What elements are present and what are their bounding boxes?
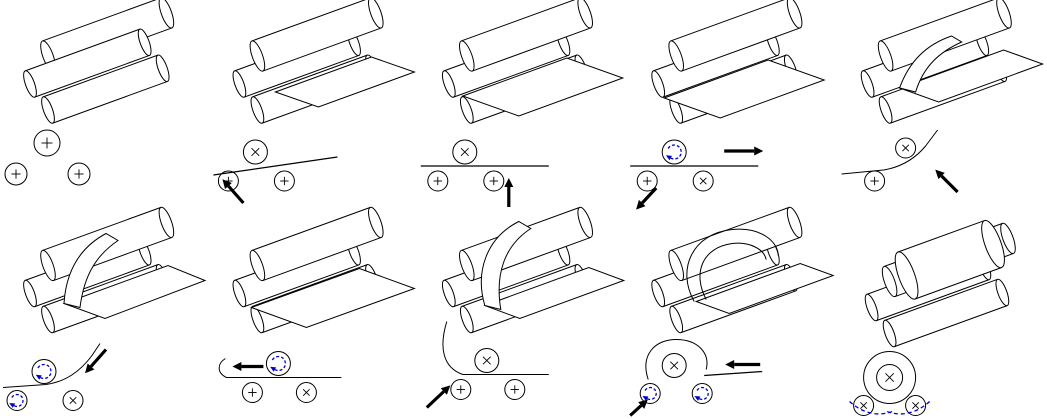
top-roll-section [661, 139, 687, 165]
rear-roller [23, 28, 152, 98]
right-roll-section [483, 170, 505, 192]
right-roll-section [504, 379, 526, 400]
top-roll-section [265, 351, 291, 376]
step-8-edge-curled-up [425, 206, 626, 409]
top-roll-rotation-arrow [665, 144, 682, 161]
top-roller [249, 0, 384, 72]
step-10-cylinder-complete [849, 219, 1016, 416]
top-roll-section [33, 129, 61, 157]
left-roll-section [4, 162, 28, 186]
top-roller [459, 0, 593, 72]
left-roll-section [427, 170, 449, 192]
push-arrow [935, 169, 959, 194]
left-roll-section [450, 379, 472, 400]
left-roll-section [217, 170, 239, 192]
roll-lower-arrow [636, 186, 658, 210]
sheet [898, 49, 1045, 103]
top-roll-section [661, 353, 687, 378]
sheet [249, 267, 416, 329]
top-roll-rotation-arrow [270, 355, 287, 372]
sheet-profile [841, 129, 938, 175]
step-1-rollers-idle [4, 0, 175, 186]
right-roll-section [905, 395, 927, 416]
sheet [461, 57, 625, 117]
sheet [694, 262, 835, 315]
sheet-curl [480, 220, 532, 311]
front-roller [41, 54, 170, 124]
press-arrow [85, 348, 108, 374]
top-roll-section [452, 139, 478, 165]
step-4-rolling-forward [630, 0, 826, 210]
feed-direction-arrow [724, 146, 764, 156]
sheet-bent-flap [63, 232, 119, 309]
right-roll-section [62, 390, 84, 411]
left-roll-section [639, 383, 661, 404]
sheet-profile [442, 321, 549, 375]
left-roll-section [241, 382, 263, 403]
sheet-line [213, 156, 338, 176]
sheet [273, 56, 416, 108]
rotation-dashed-left [849, 401, 895, 415]
sheet-profile [2, 343, 101, 388]
right-roll-rotation-arrow [694, 386, 709, 401]
sheet-profile [218, 358, 342, 378]
left-roll-section [6, 390, 28, 411]
top-roll-section [242, 139, 268, 165]
right-roll-section [895, 137, 917, 159]
left-roll-section [864, 170, 886, 192]
feed-arrow [222, 179, 245, 205]
right-roll-section [295, 382, 317, 403]
top-roller [249, 206, 384, 282]
rolled-shell [894, 219, 1005, 300]
feed-direction-arrow [725, 360, 761, 369]
sheet-tail-line [704, 370, 763, 377]
left-roll-rotation-arrow [642, 386, 657, 401]
top-roll-rotation-arrow [35, 363, 52, 380]
sheet-bent-flap [898, 35, 963, 93]
front-roller [882, 278, 1010, 348]
top-roller [877, 0, 1012, 72]
top-roller [668, 0, 803, 72]
right-roll-section [692, 170, 714, 192]
sheet-curl-profile [645, 338, 708, 380]
step-2-sheet-inserted [213, 0, 416, 205]
rotation-dashed-right [884, 401, 931, 415]
sheet [662, 59, 826, 119]
left-roll-section [853, 395, 875, 416]
wrap-inner [699, 242, 767, 300]
sheet [62, 264, 207, 320]
step-3-sheet-clamped [420, 0, 625, 207]
left-roll-rotation-arrow [9, 393, 24, 408]
feed-direction-arrow [232, 362, 264, 371]
feed-arrow [629, 399, 648, 417]
wrap-outer [686, 228, 779, 302]
left-roll-section [636, 170, 658, 192]
right-roll-section [67, 162, 91, 186]
top-roll-section [474, 348, 500, 373]
step-6-reverse-bend [2, 206, 207, 411]
step-7-sheet-advanced [218, 206, 416, 403]
right-roll-section [691, 383, 713, 404]
step-5-front-edge-bent [841, 0, 1045, 194]
right-roll-section [273, 170, 295, 192]
feed-arrow [425, 385, 451, 409]
top-roll-section [876, 364, 904, 391]
clamp-arrow [504, 178, 514, 207]
sheet [483, 266, 626, 320]
top-roll-section [31, 359, 57, 384]
step-9-wrapping [629, 206, 835, 417]
